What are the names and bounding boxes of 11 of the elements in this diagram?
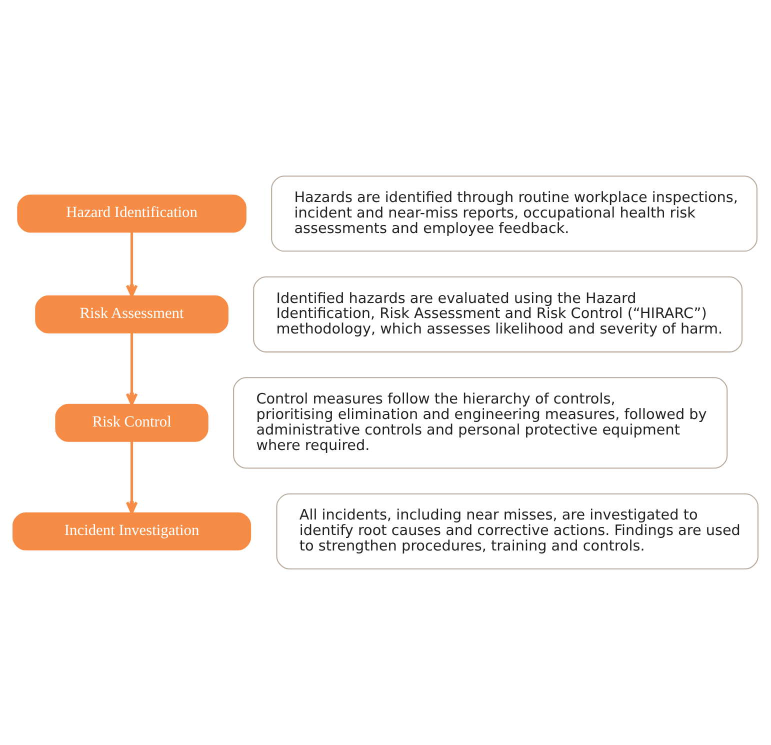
node-box: All incidents, including near misses, are investigated to identify root causes and corrective actions. Findings are used to strengthen procedures, training and controls.: [276, 493, 758, 570]
arrow: [126, 333, 138, 406]
node-box: Hazard Identification: [17, 194, 246, 233]
node-box: Incident Investigation: [12, 512, 252, 550]
node-box: Identified hazards are evaluated using the Hazard Identification, Risk Assessment and Risk Control (“HIRARC”) methodology, which assesses likelihood and severity of harm.: [253, 276, 743, 352]
arrow: [126, 232, 138, 298]
node-box: Risk Assessment: [35, 295, 228, 334]
node-box: Risk Control: [55, 404, 208, 442]
node-box: Control measures follow the hierarchy of controls, prioritising elimination and engineering measures, followed by administrative controls and personal protective equipment where required.: [233, 377, 728, 469]
arrow: [126, 441, 138, 514]
node-box: Hazards are identified through routine workplace inspections, incident and near-miss reports, occupational health risk assessments and employee feedback.: [271, 176, 758, 252]
